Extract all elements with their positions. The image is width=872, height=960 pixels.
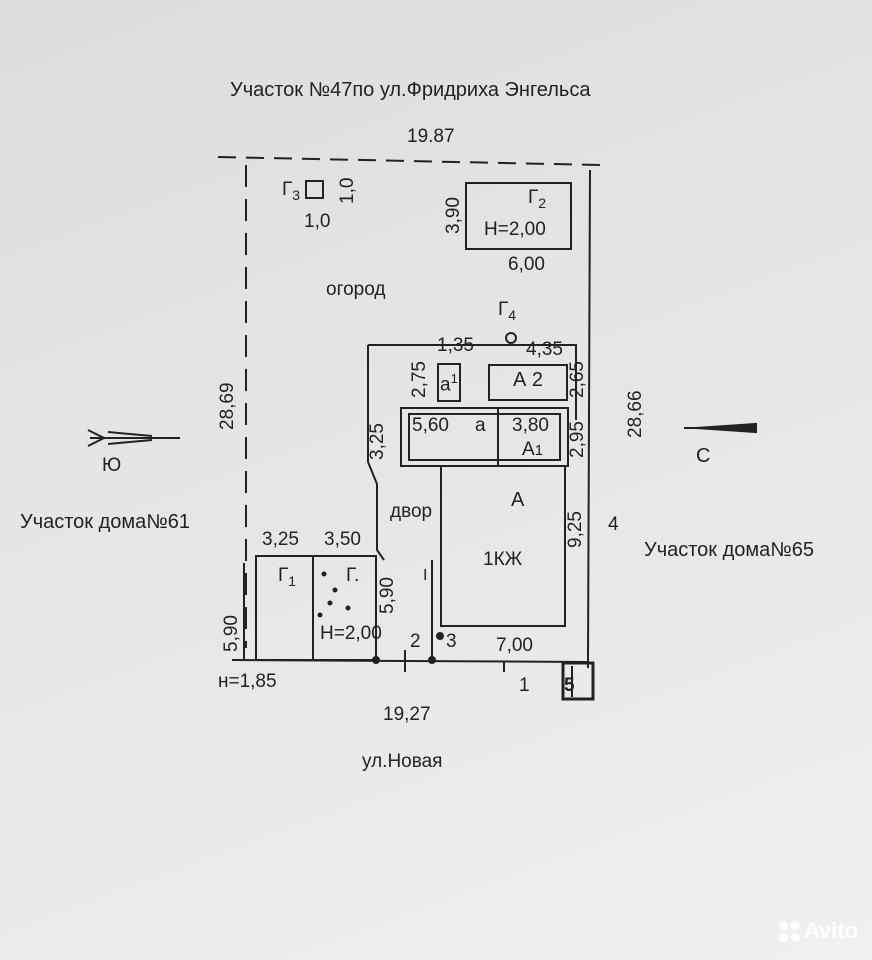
g-garage: [312, 555, 377, 661]
kzh-label: 1КЖ: [483, 549, 523, 570]
g1-label: Г1: [278, 565, 297, 589]
plot-title: Участок №47по ул.Фридриха Энгельса: [230, 79, 591, 101]
dim-560: 5,60: [412, 415, 449, 436]
avito-watermark: Avito: [778, 918, 858, 944]
dim-700: 7,00: [496, 635, 533, 656]
dim-g2-w: 6,00: [508, 254, 545, 275]
dim-590a: 5,90: [221, 615, 242, 652]
south-label: Ю: [102, 455, 122, 476]
g2-label: Г2: [528, 187, 547, 211]
boundary-right: [587, 169, 591, 661]
neighbor-left: Участок дома№61: [20, 511, 190, 533]
g2-height: Н=2,00: [484, 219, 546, 240]
dim-bottom: 19,27: [383, 704, 431, 725]
a1-small-label: а1: [440, 371, 458, 396]
g-height: Н=2,00: [320, 623, 382, 644]
dim-g3-w: 1,0: [304, 211, 331, 232]
point-4: 4: [608, 514, 619, 535]
dim-350: 3,50: [324, 529, 361, 550]
a1-small: [437, 363, 461, 402]
dim-265: 2,65: [567, 361, 588, 398]
height-185: н=1,85: [218, 671, 277, 692]
dim-590b: 5,90: [377, 577, 398, 614]
boundary-top-dashed: [217, 156, 601, 166]
main-a-label: А: [511, 489, 525, 511]
dim-left: 28,69: [217, 382, 238, 430]
avito-watermark-text: Avito: [803, 918, 858, 943]
g4-circle: [505, 332, 517, 344]
yard-label: двор: [390, 501, 433, 522]
dim-275: 2,75: [409, 361, 430, 398]
g4-label: Г4: [498, 299, 517, 323]
dim-325b: 3,25: [262, 529, 299, 550]
point-5: 5: [564, 675, 575, 696]
point-1: 1: [519, 675, 530, 696]
house-outline: [368, 344, 577, 420]
g-label: Г.: [346, 565, 360, 586]
point-2: 2: [410, 631, 421, 652]
a1-label: А1: [522, 439, 544, 460]
dim-435: 4,35: [526, 339, 563, 360]
dim-380: 3,80: [512, 415, 549, 436]
dim-295: 2,95: [567, 421, 588, 458]
mark-i: I: [423, 567, 428, 584]
point-3: 3: [446, 631, 457, 652]
main-house-a: [440, 465, 566, 627]
a2-block: [488, 364, 568, 401]
dim-925: 9,25: [565, 511, 586, 548]
dim-top: 19.87: [407, 126, 455, 147]
g3-label: Г3: [282, 179, 301, 203]
dim-right: 28,66: [625, 390, 646, 438]
dim-135: 1,35: [437, 335, 474, 356]
dim-g3-h: 1,0: [337, 177, 358, 204]
street-label: ул.Новая: [362, 751, 443, 772]
a2-label: А 2: [513, 369, 544, 391]
g2-shed: [465, 182, 572, 250]
north-label: С: [696, 445, 711, 467]
dim-g2-h: 3,90: [443, 197, 464, 234]
avito-logo-icon: [778, 920, 800, 942]
g3-square: [305, 180, 324, 199]
dim-325: 3,25: [367, 423, 388, 460]
garden-label: огород: [326, 279, 386, 300]
neighbor-right: Участок дома№65: [644, 539, 814, 561]
a-label: а: [475, 415, 486, 436]
